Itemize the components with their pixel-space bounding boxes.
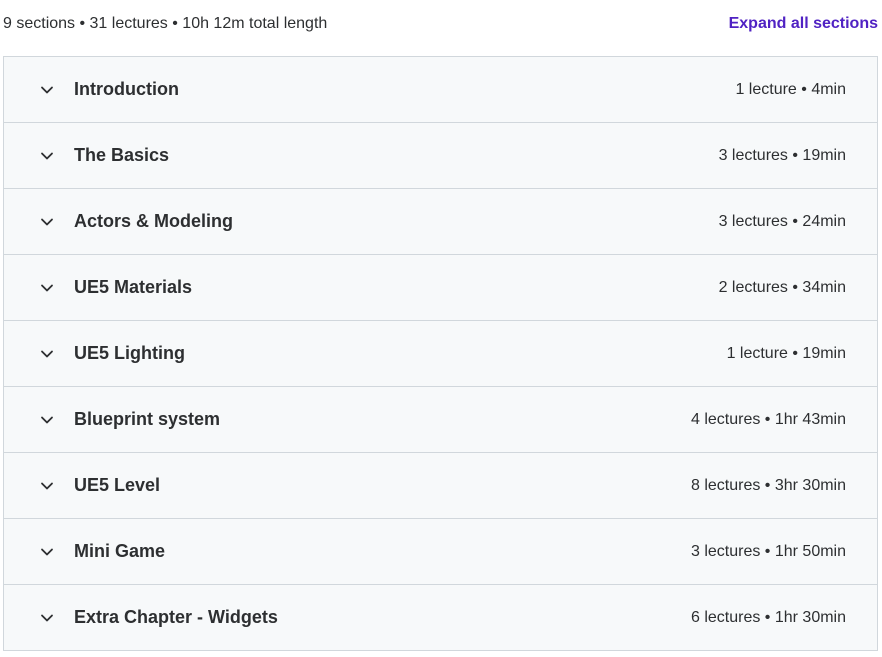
section-meta: 3 lectures • 1hr 50min xyxy=(690,542,846,560)
section-title: Mini Game xyxy=(74,541,166,561)
section-meta: 6 lectures • 1hr 30min xyxy=(690,608,846,626)
section-row-ue5-materials[interactable]: UE5 Materials 2 lectures • 34min xyxy=(4,255,877,321)
section-row-introduction[interactable]: Introduction 1 lecture • 4min xyxy=(4,57,877,123)
curriculum-header: 9 sections • 31 lectures • 10h 12m total… xyxy=(0,0,882,56)
section-meta: 1 lecture • 4min xyxy=(735,80,846,98)
chevron-down-icon xyxy=(39,82,55,98)
chevron-down-icon xyxy=(39,214,55,230)
chevron-down-icon xyxy=(39,610,55,626)
section-title: UE5 Materials xyxy=(74,277,193,297)
section-meta: 3 lectures • 19min xyxy=(718,146,846,164)
chevron-down-icon xyxy=(39,478,55,494)
section-title: Introduction xyxy=(74,79,179,99)
section-meta: 2 lectures • 34min xyxy=(718,278,846,296)
section-row-extra-chapter-widgets[interactable]: Extra Chapter - Widgets 6 lectures • 1hr… xyxy=(4,585,877,650)
section-meta: 3 lectures • 24min xyxy=(718,212,846,230)
section-row-actors-modeling[interactable]: Actors & Modeling 3 lectures • 24min xyxy=(4,189,877,255)
section-list: Introduction 1 lecture • 4min The Basics… xyxy=(3,56,878,651)
section-row-mini-game[interactable]: Mini Game 3 lectures • 1hr 50min xyxy=(4,519,877,585)
section-title: Actors & Modeling xyxy=(74,211,234,231)
section-row-ue5-level[interactable]: UE5 Level 8 lectures • 3hr 30min xyxy=(4,453,877,519)
expand-all-sections-button[interactable]: Expand all sections xyxy=(728,15,878,32)
chevron-down-icon xyxy=(39,544,55,560)
curriculum-summary: 9 sections • 31 lectures • 10h 12m total… xyxy=(3,15,328,32)
section-title: Extra Chapter - Widgets xyxy=(74,607,278,627)
section-title: UE5 Level xyxy=(74,475,161,495)
chevron-down-icon xyxy=(39,346,55,362)
chevron-down-icon xyxy=(39,412,55,428)
section-title: Blueprint system xyxy=(74,409,221,429)
section-meta: 1 lecture • 19min xyxy=(726,344,846,362)
section-title: The Basics xyxy=(74,145,170,165)
section-title: UE5 Lighting xyxy=(74,343,185,363)
chevron-down-icon xyxy=(39,280,55,296)
chevron-down-icon xyxy=(39,148,55,164)
section-row-blueprint-system[interactable]: Blueprint system 4 lectures • 1hr 43min xyxy=(4,387,877,453)
section-meta: 4 lectures • 1hr 43min xyxy=(690,410,846,428)
section-row-the-basics[interactable]: The Basics 3 lectures • 19min xyxy=(4,123,877,189)
section-row-ue5-lighting[interactable]: UE5 Lighting 1 lecture • 19min xyxy=(4,321,877,387)
section-meta: 8 lectures • 3hr 30min xyxy=(690,476,846,494)
